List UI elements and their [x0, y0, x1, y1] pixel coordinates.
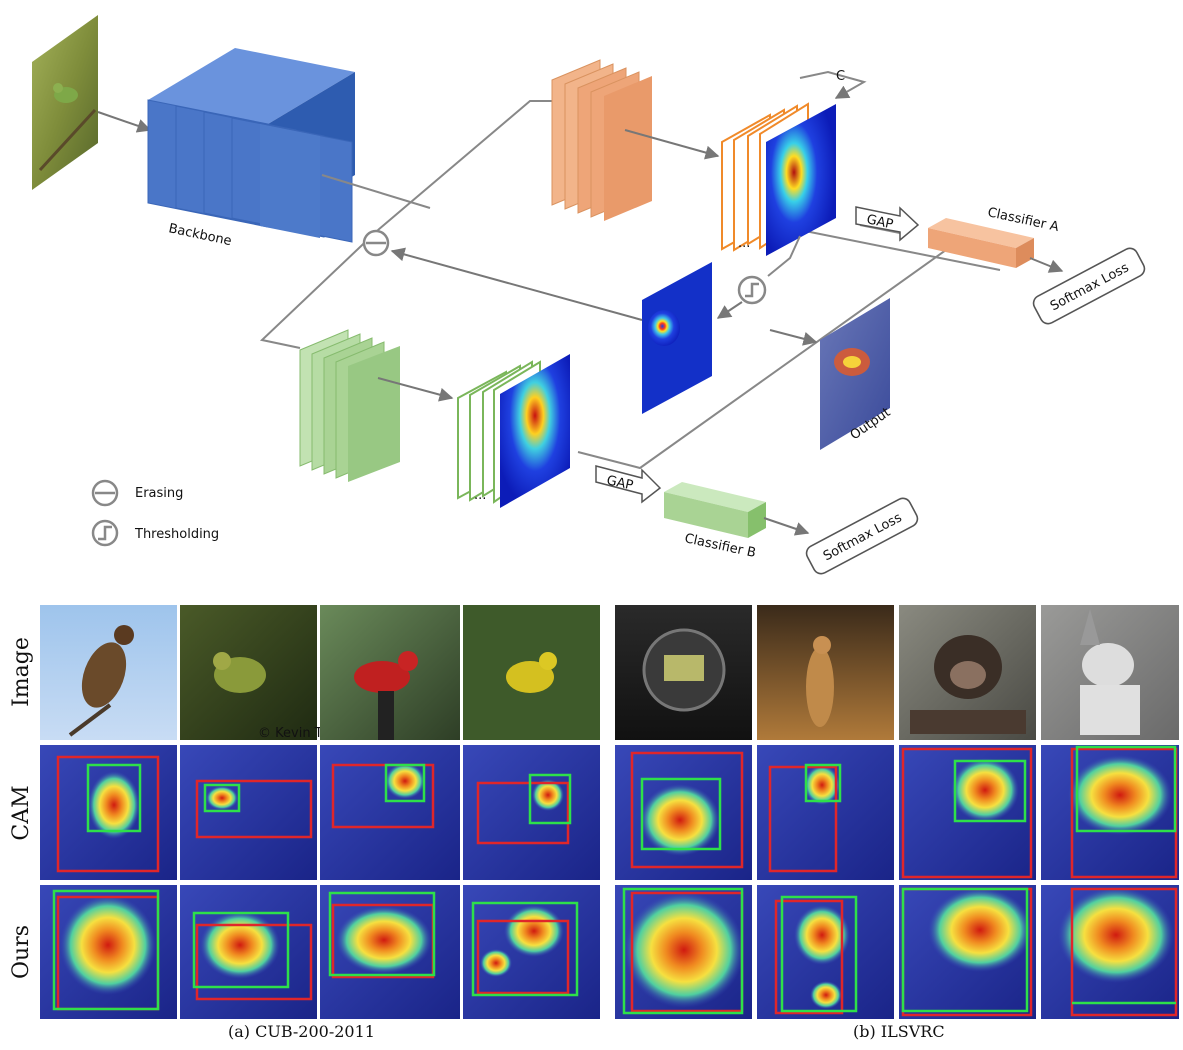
- gt-box: [476, 781, 570, 845]
- thresholding-icon: [737, 275, 767, 305]
- legend-thresholding-label: Thresholding: [134, 527, 219, 542]
- arrow-classifier-b-loss: [763, 517, 810, 536]
- pred-box: [528, 773, 572, 825]
- image-cell-watch: [615, 605, 752, 740]
- cam-cell-8: [1041, 745, 1179, 880]
- ellipsis-b: ...: [474, 488, 486, 503]
- arrow-mask-erasing: [390, 247, 643, 321]
- pred-box: [901, 887, 1029, 1013]
- gap-b-label: GAP: [605, 473, 634, 493]
- legend-erasing-label: Erasing: [135, 486, 183, 501]
- cam-cell-3: [320, 745, 460, 880]
- ours-cell-3: [320, 885, 460, 1019]
- mask-heatmap: [642, 262, 712, 414]
- arrow-input-backbone: [97, 111, 152, 133]
- pred-box: [640, 777, 722, 851]
- row-label-image: Image: [9, 637, 34, 707]
- pred-box: [86, 763, 142, 833]
- gap-a-arrow: [855, 206, 920, 242]
- branch-a-conv-block: [551, 59, 652, 221]
- arrow-classifier-a-loss: [1029, 257, 1064, 273]
- gap-a-label: GAP: [865, 212, 894, 232]
- gt-box: [901, 747, 1033, 879]
- architecture-diagram: Backbone ... C GAP Classifier A: [32, 15, 1146, 575]
- output-image: [820, 298, 890, 450]
- gt-box: [195, 779, 313, 839]
- results-grid: Image CAM Ours © Kevin T. Karlson: [9, 605, 1179, 1041]
- ours-row: [40, 885, 1179, 1019]
- input-image: [32, 15, 98, 190]
- image-cell-meerkat: [757, 605, 894, 740]
- pred-box: [953, 759, 1027, 823]
- pred-box: [804, 763, 842, 803]
- arrow-branch-a-features: [624, 129, 720, 160]
- ours-cell-2: [180, 885, 317, 1019]
- legend: Erasing Thresholding: [91, 479, 219, 547]
- arrow-to-threshold: [767, 235, 801, 277]
- image-cell-dog: [1041, 605, 1179, 740]
- ellipsis-a: ...: [738, 236, 750, 251]
- pred-box: [471, 901, 579, 997]
- pred-box: [203, 783, 241, 813]
- pred-box: [52, 889, 160, 1011]
- arrow-to-output: [769, 329, 818, 346]
- backbone-block: [147, 48, 355, 243]
- pred-box: [384, 763, 426, 803]
- branch-b-conv-block: [299, 329, 400, 482]
- gt-box: [630, 751, 744, 869]
- legend-erasing-icon: [91, 479, 119, 507]
- cam-cell-2: [180, 745, 317, 880]
- ours-cell-8: [1041, 885, 1179, 1019]
- caption-ilsvrc: (b) ILSVRC: [853, 1022, 945, 1041]
- pred-box: [192, 911, 290, 989]
- caption-cub: (a) CUB-200-2011: [228, 1022, 375, 1041]
- gt-box: [768, 765, 838, 873]
- backbone-label: Backbone: [167, 221, 233, 249]
- ours-cell-4: [463, 885, 600, 1019]
- ours-cell-5: [615, 885, 752, 1019]
- loss-a-box: Softmax Loss: [1032, 247, 1146, 325]
- arrow-threshold-mask: [716, 301, 743, 319]
- gt-box: [774, 899, 844, 1015]
- pred-box: [780, 895, 858, 1013]
- gap-b-arrow: [595, 465, 662, 504]
- channel-bracket: [799, 70, 867, 99]
- gt-box: [195, 923, 313, 1001]
- cam-cell-5: [615, 745, 752, 880]
- arrow-branch-b-features: [377, 377, 454, 402]
- classifier-b-block: [664, 482, 766, 538]
- image-cell-wren: [40, 605, 177, 740]
- gt-box: [56, 755, 160, 873]
- cam-row: [40, 745, 1179, 880]
- branch-b-feature-maps: [457, 354, 570, 508]
- channel-label: C: [836, 69, 845, 84]
- image-row: © Kevin T. Karlson: [40, 605, 1179, 741]
- row-label-ours: Ours: [9, 925, 34, 979]
- gt-box: [1070, 887, 1178, 1017]
- cam-cell-6: [757, 745, 894, 880]
- row-label-cam: CAM: [9, 785, 34, 840]
- image-cell-yellow-warbler: [463, 605, 600, 740]
- loss-b-box: Softmax Loss: [805, 497, 919, 575]
- image-cell-chimp: [899, 605, 1036, 740]
- pred-box: [328, 891, 436, 977]
- erasing-icon: [362, 229, 390, 257]
- ours-cell-6: [757, 885, 894, 1019]
- legend-thresholding-icon: [91, 519, 119, 547]
- pred-box: [622, 887, 744, 1015]
- cam-cell-1: [40, 745, 177, 880]
- cam-cell-4: [463, 745, 600, 880]
- ours-cell-7: [899, 885, 1036, 1019]
- branch-a-feature-maps: [721, 102, 836, 256]
- gt-box: [331, 763, 435, 829]
- ours-cell-1: [40, 885, 177, 1019]
- cam-cell-7: [899, 745, 1036, 880]
- gt-box: [476, 919, 570, 995]
- pred-box: [1075, 745, 1177, 833]
- image-cell-tanager: [320, 605, 460, 740]
- classifier-a-block: [928, 218, 1034, 268]
